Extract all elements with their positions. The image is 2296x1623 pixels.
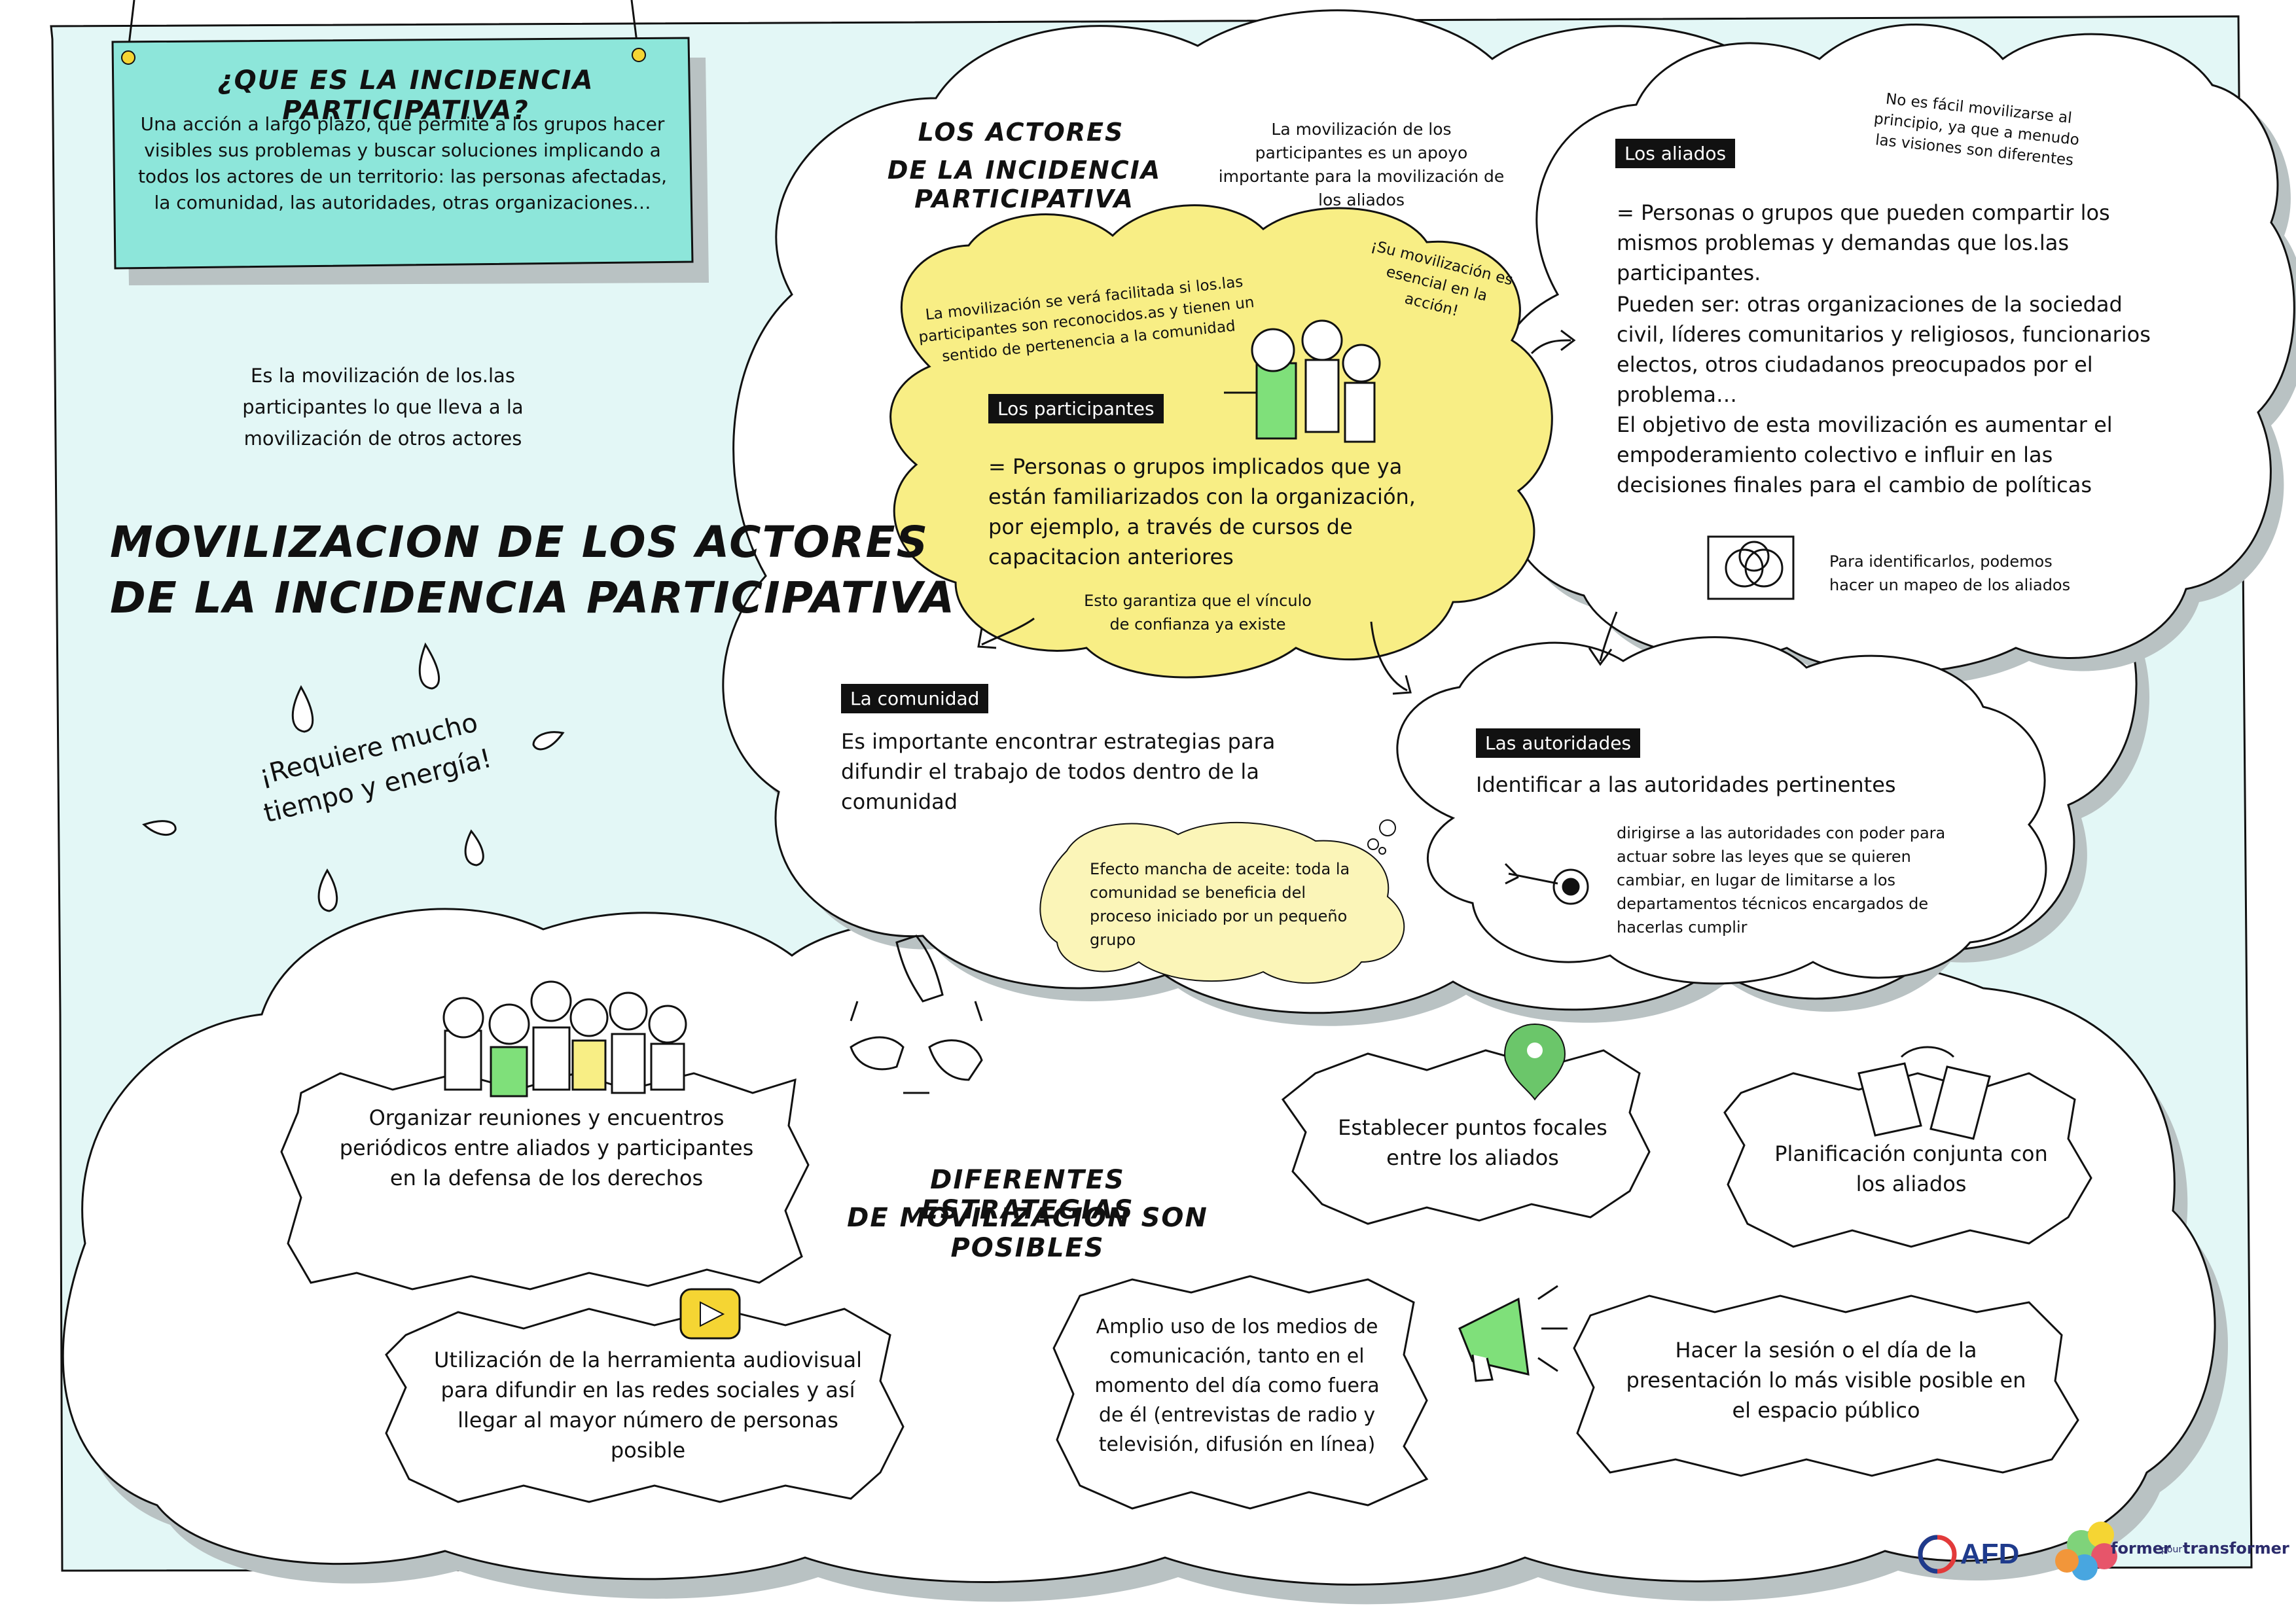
sweat-drops <box>142 642 565 912</box>
former-logo-flower <box>2055 1522 2117 1580</box>
intro-card <box>111 37 694 270</box>
spiky-bubble-6 <box>1573 1294 2079 1477</box>
intro-body: Una acción a largo plazo, que permite a … <box>137 113 668 213</box>
strategy-meetings: Organizar reuniones y encuentros periódi… <box>339 1105 754 1190</box>
crowd-figures <box>442 980 687 1097</box>
former-logo-text-3: transformer <box>2183 1539 2289 1558</box>
participants-label: Los participantes <box>988 394 1164 423</box>
oil-drop <box>1378 847 1386 855</box>
arrow-to-allies <box>1530 339 1571 355</box>
arrow-to-allies-head <box>1560 329 1576 351</box>
spiky-bubble-2 <box>1281 1049 1651 1225</box>
megaphone-icon <box>1458 1285 1568 1382</box>
strategies-title-line-1: DIFERENTES ESTRATEGIAS <box>921 1165 1134 1225</box>
authorities-heading: Identificar a las autoridades pertinente… <box>1476 772 1896 797</box>
spiky-bubble-4 <box>385 1308 905 1503</box>
arrow-allies-to-authorities-head <box>1588 647 1613 666</box>
arrow-to-authorities-head <box>1392 675 1412 695</box>
arrow-allies-to-authorities <box>1599 611 1618 662</box>
main-title-line-2: DE LA INCIDENCIA PARTICIPATIVA <box>110 573 956 623</box>
location-pin-icon <box>1504 1023 1566 1101</box>
spiky-bubble-5 <box>1052 1275 1429 1510</box>
afd-logo-text: AFD <box>1960 1538 2020 1570</box>
intro-title: ¿QUE ES LA INCIDENCIA PARTICIPATIVA? <box>217 65 594 126</box>
participants-trust-note: Esto garantiza que el vínculo de confian… <box>1084 592 1312 633</box>
strategy-joint-planning: Planificación conjunta con los aliados <box>1774 1141 2048 1196</box>
oil-stain <box>1039 821 1405 984</box>
authorities-label: Las autoridades <box>1476 728 1641 758</box>
allies-definition: = Personas o grupos que pueden compartir… <box>1617 200 2110 285</box>
spiky-bubble-3 <box>1723 1072 2092 1248</box>
oil-drop <box>1379 819 1396 836</box>
strategy-public-space: Hacer la sesión o el día de la presentac… <box>1626 1338 2026 1423</box>
allies-objective: El objetivo de esta movilización es aume… <box>1617 412 2113 497</box>
participants-figures <box>1224 319 1381 443</box>
community-label: La comunidad <box>841 684 989 713</box>
hands-icon <box>850 935 983 1094</box>
allies-mapping-note: Para identificarlos, podemos hacer un ma… <box>1829 552 2071 594</box>
target-icon <box>1504 863 1589 905</box>
oil-stain-text: Efecto mancha de aceite: toda la comunid… <box>1090 860 1350 949</box>
former-logo-text-1: former <box>2111 1539 2171 1558</box>
participants-cloud <box>889 204 1553 679</box>
arrow-to-community <box>981 617 1035 646</box>
pin-right <box>632 48 646 62</box>
afd-logo-ring-blue <box>1918 1535 1938 1574</box>
actors-title-line-2: DE LA INCIDENCIA PARTICIPATIVA <box>887 156 1162 213</box>
play-icon <box>679 1288 741 1340</box>
venn-map-icon <box>1707 535 1795 600</box>
pin-left <box>121 50 135 65</box>
actors-note: La movilización de los participantes es … <box>1218 120 1505 209</box>
community-text: Es importante encontrar estrategias para… <box>841 729 1276 814</box>
documents-icon <box>1857 1046 1991 1140</box>
allies-examples: Pueden ser: otras organizaciones de la s… <box>1617 292 2151 407</box>
oil-drop <box>1367 838 1379 850</box>
allies-label: Los aliados <box>1615 139 1736 168</box>
arrow-to-community-head <box>977 628 997 649</box>
participants-definition: = Personas o grupos implicados que ya es… <box>988 454 1416 569</box>
authorities-text: dirigirse a las autoridades con poder pa… <box>1617 824 1946 936</box>
former-logo-text-2: pour <box>2161 1544 2183 1555</box>
actors-title-line-1: LOS ACTORES <box>918 118 1124 147</box>
strategy-focal-points: Establecer puntos focales entre los alia… <box>1338 1115 1607 1170</box>
strategies-title-line-2: DE MOVILIZACION SON POSIBLES <box>847 1203 1208 1263</box>
strategy-audiovisual: Utilización de la herramienta audiovisua… <box>433 1347 863 1463</box>
strategy-media: Amplio uso de los medios de comunicación… <box>1094 1315 1380 1456</box>
main-title-line-1: MOVILIZACION DE LOS ACTORES <box>110 517 929 567</box>
arrow-to-authorities <box>1370 621 1408 692</box>
left-note: Es la movilización de los.las participan… <box>242 365 524 450</box>
allies-cloud <box>1495 24 2295 673</box>
